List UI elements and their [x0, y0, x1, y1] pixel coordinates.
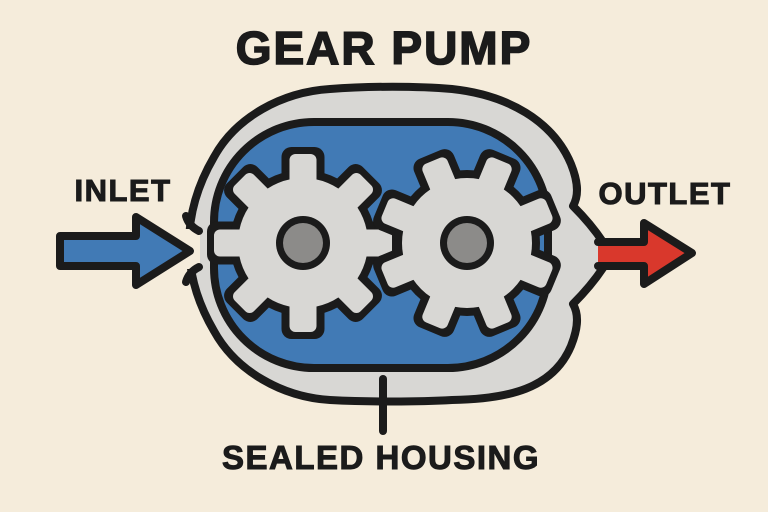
inlet-label: INLET	[74, 173, 171, 208]
outlet-arrow-outline	[594, 219, 696, 288]
gear-right	[370, 146, 564, 340]
page-title: GEAR PUMP	[236, 22, 533, 74]
inlet-gap-flare-top	[182, 212, 203, 235]
inlet-arrow-icon	[56, 213, 194, 289]
housing-label: SEALED HOUSING	[222, 439, 540, 476]
outlet-label: OUTLET	[599, 176, 732, 211]
gear-left	[207, 147, 399, 339]
inlet-gap-flare-bottom	[182, 263, 203, 286]
gear-left-hub	[283, 223, 323, 263]
gear-right-hub	[447, 223, 487, 263]
outlet-arrow-icon	[598, 223, 692, 284]
